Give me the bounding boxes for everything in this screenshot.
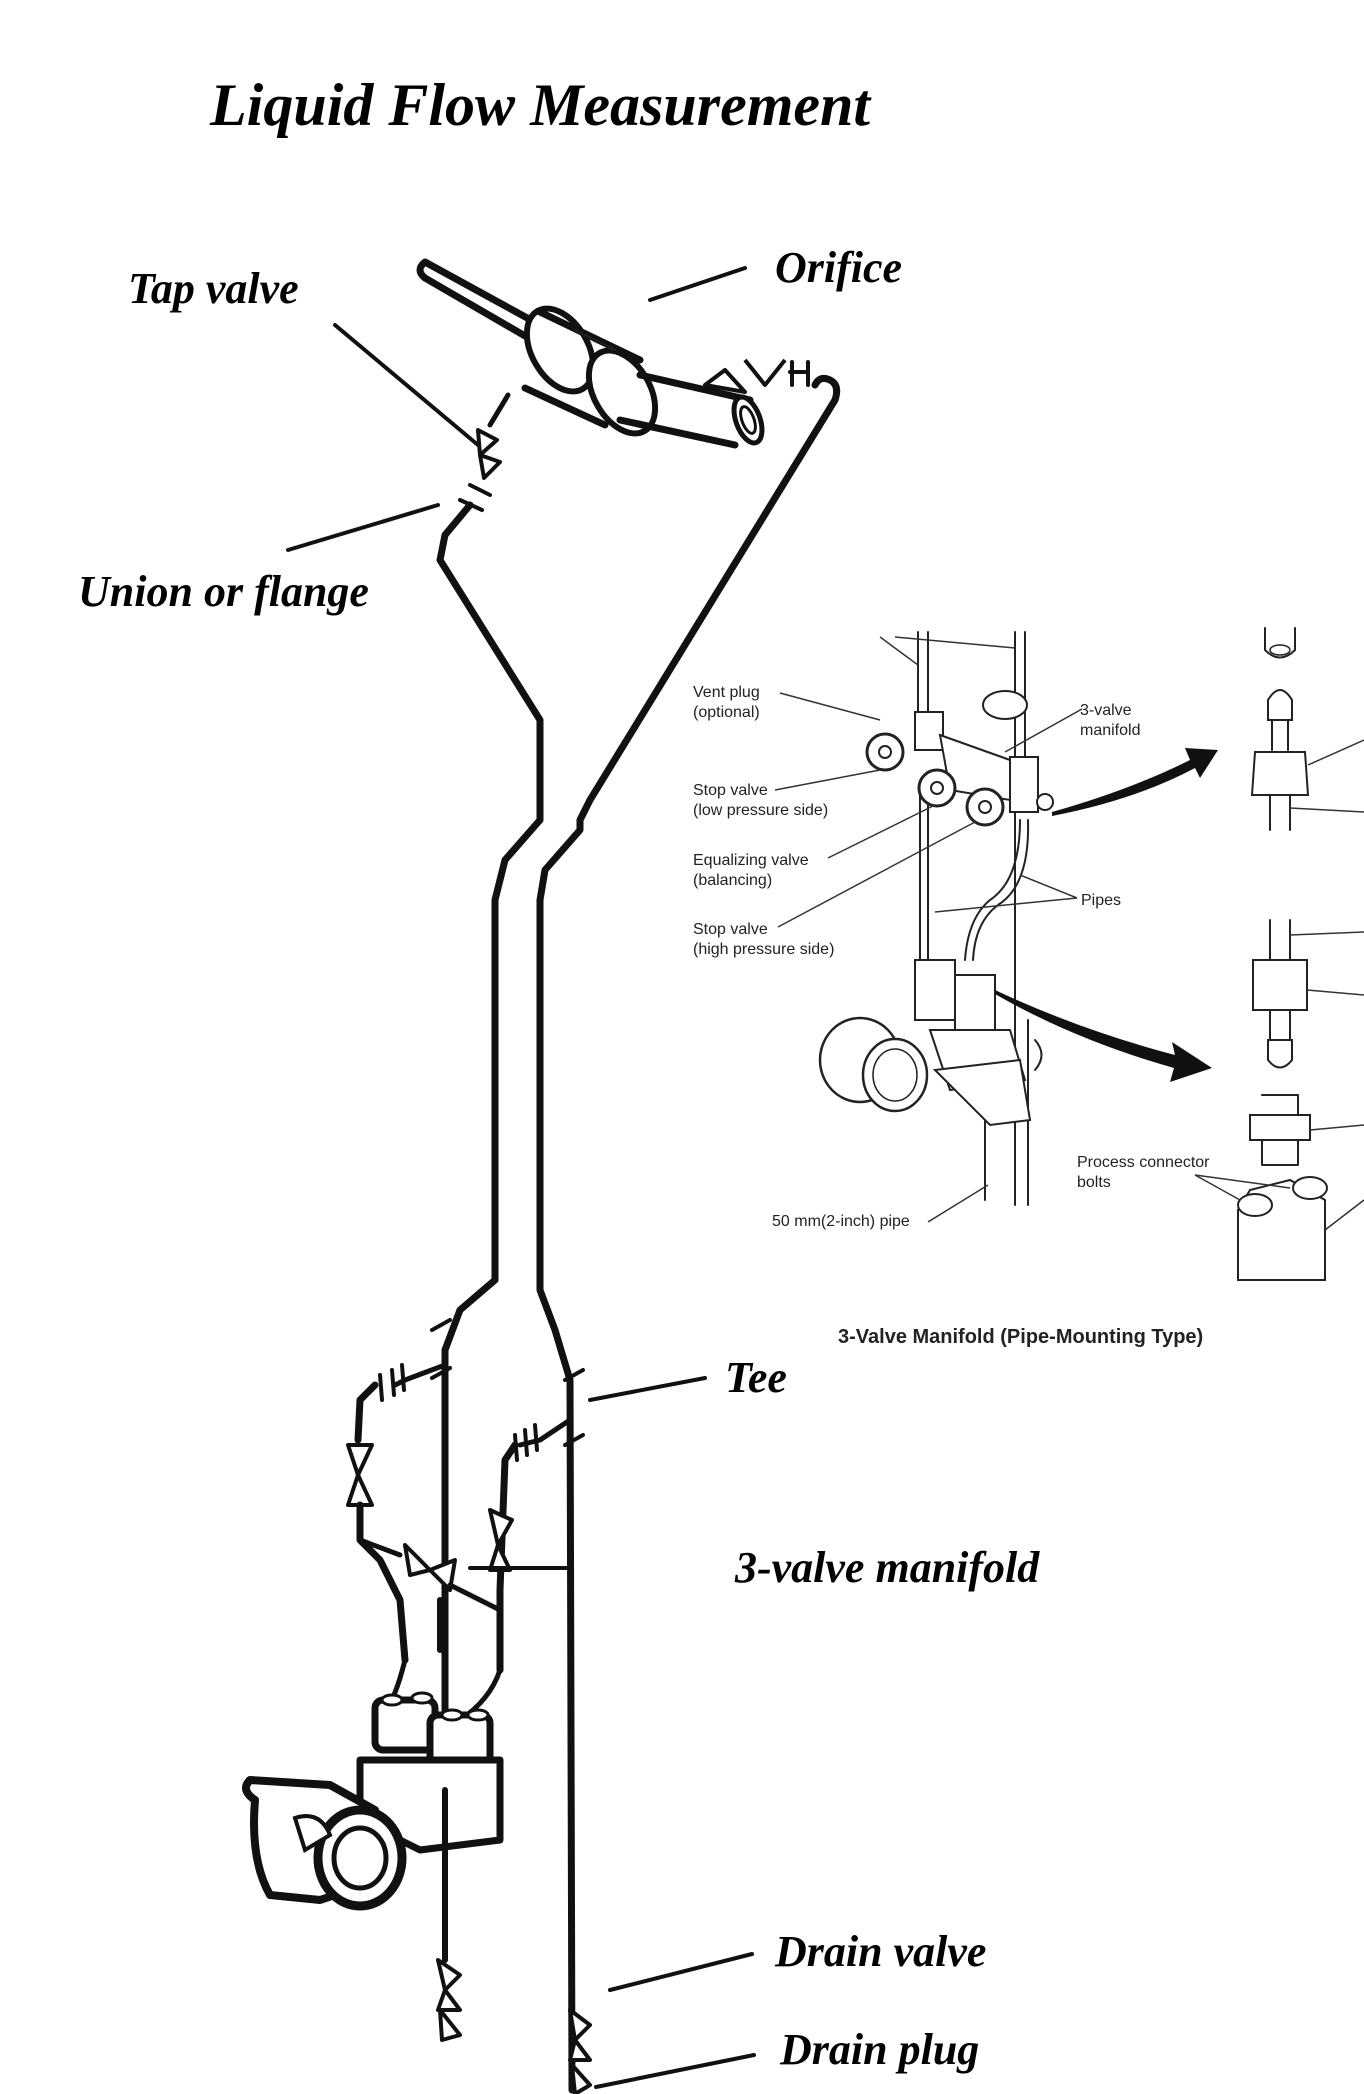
inset-caption: 3-Valve Manifold (Pipe-Mounting Type) — [838, 1326, 1203, 1348]
inset-label-vent-plug: Vent plug — [693, 684, 760, 701]
drain-right — [568, 2008, 592, 2094]
inset-label-pipe-size: 50 mm(2-inch) pipe — [772, 1213, 910, 1230]
inset-drawing — [818, 627, 1364, 1281]
inset-label-stop-valve-low: Stop valve — [693, 782, 768, 799]
tap-valve-left — [436, 392, 544, 1284]
inset-label-stop-valve-high-note: (high pressure side) — [693, 941, 834, 958]
label-tee: Tee — [725, 1353, 787, 1402]
tap-valve-right — [586, 358, 841, 804]
union-leader — [286, 503, 440, 552]
drain-valve-leader — [608, 1952, 754, 1992]
label-tap-valve: Tap valve — [128, 264, 299, 313]
tap-valve-leader — [333, 323, 480, 447]
label-union-or-flange: Union or flange — [78, 567, 369, 616]
tee-left — [346, 1318, 452, 1664]
inset-label-3-valve: 3-valve — [1080, 702, 1132, 719]
drain-plug-leader — [594, 2053, 756, 2089]
inset-label-stop-valve-high: Stop valve — [693, 921, 768, 938]
orifice-leader — [648, 266, 747, 302]
inset-label-equalizing-note: (balancing) — [693, 872, 772, 889]
tee-leader — [588, 1376, 707, 1402]
impulse-line-high — [536, 796, 594, 2094]
inset-label-vent-plug-note: (optional) — [693, 704, 760, 721]
inset-label-stop-valve-low-note: (low pressure side) — [693, 802, 828, 819]
tee-right — [488, 1368, 585, 1674]
label-3-valve-manifold: 3-valve manifold — [734, 1543, 1040, 1592]
inset-label-equalizing-valve: Equalizing valve — [693, 852, 809, 869]
label-drain-plug: Drain plug — [779, 2025, 979, 2074]
page-title: Liquid Flow Measurement — [209, 72, 872, 138]
inset-label-manifold: manifold — [1080, 722, 1140, 739]
orifice-assembly — [416, 258, 765, 449]
drain-left — [436, 1787, 462, 2042]
inset-label-pipes: Pipes — [1081, 892, 1121, 909]
manifold-equalizer — [357, 1537, 574, 1613]
label-drain-valve: Drain valve — [774, 1927, 986, 1976]
label-orifice: Orifice — [775, 243, 902, 292]
transmitter — [242, 1597, 504, 1911]
inset-label-bolts: bolts — [1077, 1174, 1111, 1191]
impulse-line-low — [441, 1276, 499, 1754]
inset-label-process-connector: Process connector — [1077, 1154, 1210, 1171]
